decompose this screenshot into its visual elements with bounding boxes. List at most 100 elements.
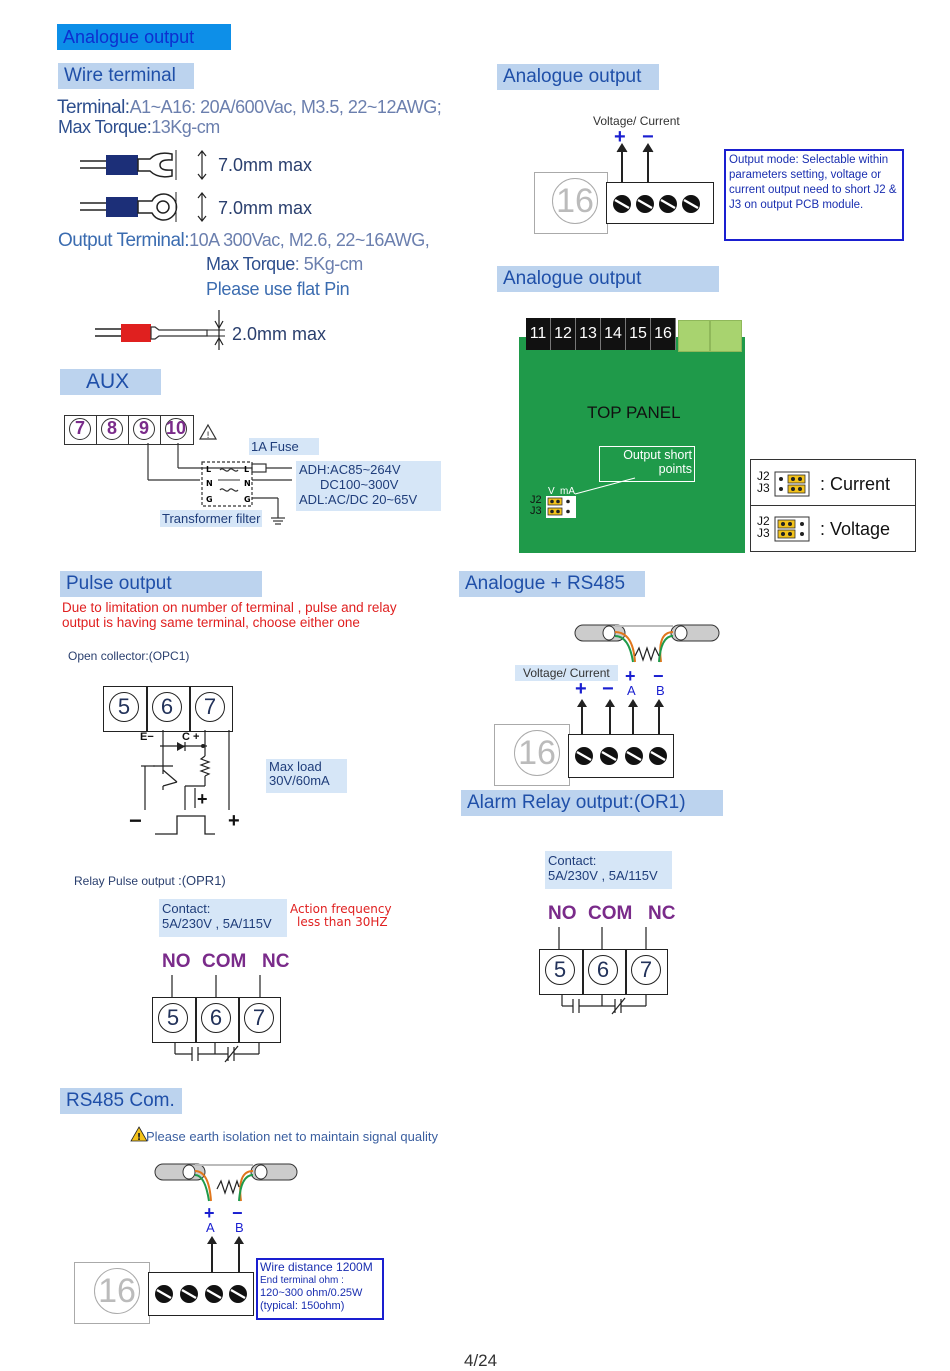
alarm-contact-symbol [561, 994, 647, 1015]
section-title-pulse-output: Pulse output [60, 571, 262, 597]
pcb-green-block-2 [710, 320, 742, 352]
opc-plus-small: + [197, 789, 208, 809]
opr-terminal-6: 6 [201, 1003, 231, 1033]
output-torque-label: Max Torque [206, 254, 295, 274]
rs485-arrows [577, 699, 664, 739]
pcb-terminal-16: 16 [651, 318, 676, 350]
collector-label: C + [182, 731, 200, 743]
alarm-contact-label: Contact: 5A/230V , 5A/115V [545, 851, 672, 889]
section-title-wire-terminal: Wire terminal [58, 63, 194, 89]
rs485-a-plus: + [625, 666, 636, 686]
rs485-com-b-label: B [235, 1220, 244, 1235]
opr-no-label: NO [162, 951, 191, 972]
alarm-terminal-5: 5 [545, 955, 575, 985]
warning-triangle-icon: ! [198, 423, 218, 441]
output-terminal-label: Output Terminal: [58, 230, 190, 251]
minus-sign: − [642, 126, 654, 148]
opr-contact-line1: Contact: [162, 901, 211, 916]
relay-pulse-code: :(OPR1) [178, 873, 226, 888]
rs485-warning: Please earth isolation net to maintain s… [146, 1129, 438, 1144]
wire-distance-line1: Wire distance 1200M [260, 1260, 373, 1274]
legend-j3-voltage: J3 [757, 526, 770, 540]
open-collector-label: Open collector:(OPC1) [68, 649, 190, 663]
output-arrows [616, 143, 654, 184]
max-load-line2: 30V/60mA [269, 773, 330, 788]
screw-row-1 [613, 195, 700, 213]
aux-terminal-8: 8 [101, 418, 123, 440]
pcb-j3-label: J3 [530, 505, 542, 517]
pcb-terminal-12: 12 [551, 318, 576, 350]
section-title-analogue-output-2: Analogue output [497, 266, 719, 292]
fuse-label: 1A Fuse [249, 438, 319, 455]
aux-pin-n-out: N [244, 479, 251, 488]
page-number: 4/24 [464, 1351, 498, 1370]
output-torque-value: : 5Kg-cm [294, 254, 364, 274]
flat-pin-dimension: 2.0mm max [232, 324, 327, 344]
flat-pin-diagram [95, 310, 225, 350]
wire-distance-line4: (typical: 150ohm) [260, 1300, 345, 1312]
output-terminal-value: 10A 300Vac, M2.6, 22~16AWG, [189, 230, 430, 250]
terminal-spec: Terminal:A1~A16: 20A/600Vac, M3.5, 22~12… [57, 97, 442, 119]
rs485-terminal-16-number: 16 [514, 730, 560, 776]
opr-lead-lines [171, 975, 261, 997]
pcb-terminal-13: 13 [576, 318, 601, 350]
output-short-points-callout: Output short points [599, 446, 695, 482]
output-terminal-spec: Output Terminal:10A 300Vac, M2.6, 22~16A… [58, 230, 430, 252]
aux-pin-n-in: N [206, 479, 213, 488]
aux-pin-g-in: G [206, 495, 213, 504]
rs485-com-b-minus: − [232, 1203, 243, 1223]
legend-current-label: : Current [820, 474, 891, 494]
aux-pin-l-out: L [244, 465, 249, 474]
jumper-current-icon [774, 471, 810, 497]
opc-terminal-5: 5 [109, 692, 139, 722]
opc-terminal-7: 7 [195, 692, 225, 722]
pcb-j2-label: J2 [530, 494, 542, 506]
svg-text:!: ! [137, 1132, 142, 1143]
wire-distance-note: Wire distance 1200M End terminal ohm : 1… [256, 1258, 384, 1320]
legend-j2-current: J2 [757, 469, 770, 483]
alarm-terminal-block: 5 6 7 [539, 949, 668, 995]
legend-j2-voltage: J2 [757, 514, 770, 528]
opr-contact-symbol [174, 1042, 260, 1063]
aux-pin-l-in: L [206, 465, 211, 474]
alarm-terminal-6: 6 [588, 955, 618, 985]
alarm-contact-line1: Contact: [548, 853, 597, 868]
pcb-terminal-15: 15 [626, 318, 651, 350]
wire-distance-line3: 120~300 ohm/0.25W [260, 1287, 363, 1299]
pcb-jumper [546, 496, 576, 518]
opr-contact-label: Contact: 5A/230V , 5A/115V [159, 899, 287, 937]
wire-distance-line2: End terminal ohm : [260, 1275, 344, 1286]
warning-icon: ! [130, 1126, 148, 1143]
pcb-ma-label: mA [560, 486, 575, 497]
pcb-terminal-14: 14 [601, 318, 626, 350]
alarm-com-label: COM [588, 903, 633, 924]
opc-terminal-6: 6 [152, 692, 182, 722]
aux-wiring-diagram: L N G L N G [147, 443, 292, 525]
ring-terminal-diagram [80, 192, 207, 222]
aux-pin-g-out: G [244, 495, 251, 504]
flat-pin-note: Please use flat Pin [206, 279, 350, 299]
rs485-out-minus: − [602, 678, 614, 700]
terminal-value: A1~A16: 20A/600Vac, M3.5, 22~12AWG; [129, 97, 442, 117]
legend-voltage-label: : Voltage [820, 519, 891, 539]
pcb-terminal-strip: 11 12 13 14 15 16 [526, 318, 676, 350]
opc-plus: + [228, 810, 240, 832]
output-mode-note: Output mode: Selectable within parameter… [724, 149, 904, 241]
opc-circuit [141, 730, 230, 835]
aux-terminal-7: 7 [69, 418, 91, 440]
rs485-cable-top [574, 624, 720, 663]
alarm-contact-line2: 5A/230V , 5A/115V [548, 868, 658, 883]
fork-terminal-diagram [80, 150, 207, 180]
transformer-filter-label: Transformer filter [160, 510, 263, 527]
rs485-com-arrows [207, 1236, 244, 1276]
max-load-label: Max load 30V/60mA [266, 759, 347, 793]
screw-row-3 [155, 1285, 247, 1303]
section-title-analogue-rs485: Analogue + RS485 [459, 571, 645, 597]
callout-pointer [574, 477, 636, 495]
top-panel-label: TOP PANEL [587, 403, 681, 422]
section-title-alarm-relay: Alarm Relay output:(OR1) [461, 790, 723, 816]
aux-supply-spec: ADH:AC85~264V DC100~300V ADL:AC/DC 20~65… [296, 461, 441, 511]
rs485-com-a-plus: + [204, 1203, 215, 1223]
fork-dimension: 7.0mm max [218, 155, 313, 175]
section-title-analogue-output-top: Analogue output [57, 24, 231, 50]
